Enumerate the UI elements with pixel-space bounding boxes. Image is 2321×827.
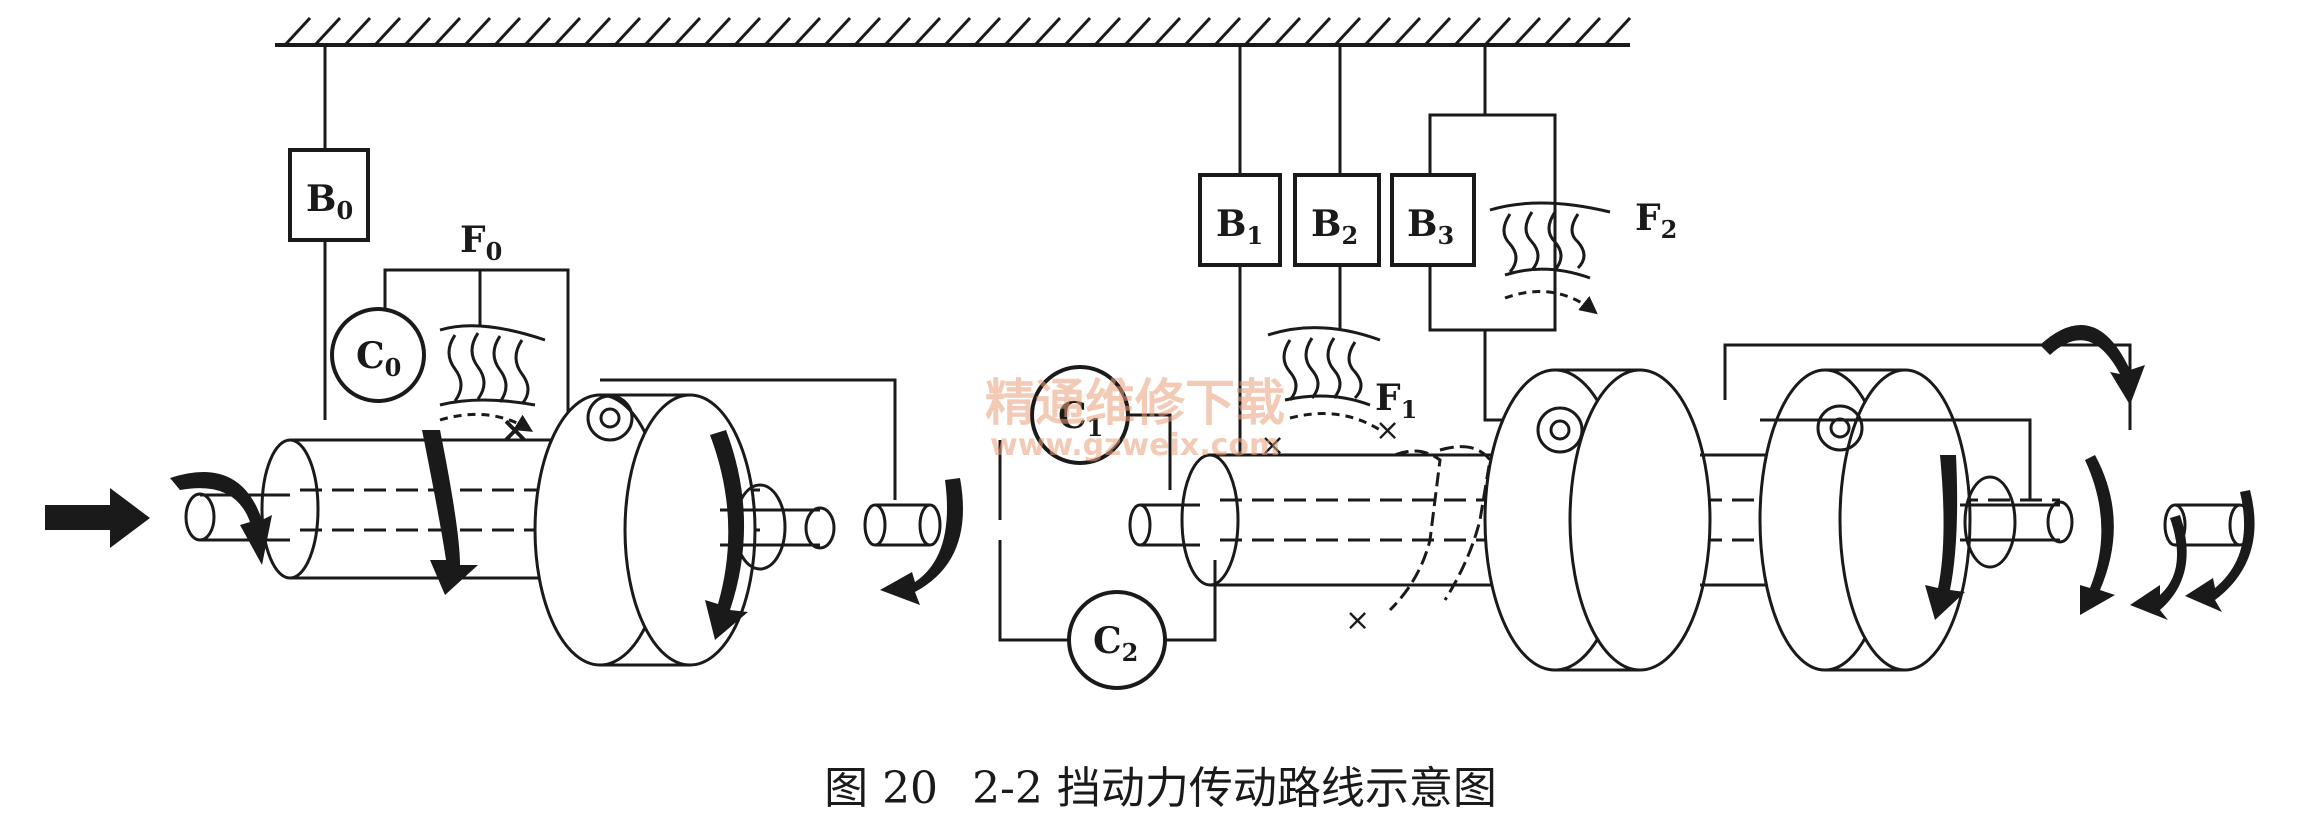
clutch-links [998, 413, 1217, 642]
ground-hatch-line [373, 16, 402, 47]
ground-hatch-line [763, 16, 792, 47]
ground-hatch-line [313, 16, 342, 47]
svg-text:www.gzweix.com: www.gzweix.com [990, 428, 1280, 463]
ground-hatch-line [1183, 16, 1212, 47]
ground-hatch-line [703, 16, 732, 47]
main-gear-set: × [1128, 343, 2252, 672]
one-way-clutch-f2 [1489, 201, 1611, 315]
clutch-c2: C2 [1067, 590, 1167, 690]
svg-text:×: × [500, 409, 530, 451]
brake-b2: B2 [1293, 173, 1381, 267]
ground-hatch-line [343, 16, 372, 47]
ground-hatch-line [823, 16, 852, 47]
rotation-arrows-right [1925, 325, 2255, 620]
ground-hatch-line [1333, 16, 1362, 47]
ground-hatch-line [1603, 16, 1632, 47]
ground-hatch-line [1543, 16, 1572, 47]
ground-hatch-line [1303, 16, 1332, 47]
ground-hatch-line [493, 16, 522, 47]
ground-hatch-line [853, 16, 882, 47]
figure-title: 2-2 挡动力传动路线示意图 [972, 763, 1497, 814]
ground-hatch-line [793, 16, 822, 47]
ground-hatch-line [553, 16, 582, 47]
ground-hatch-line [1573, 16, 1602, 47]
housing-ground [275, 16, 1632, 47]
ground-hatch-line [283, 16, 312, 47]
ground-hatch-line [1363, 16, 1392, 47]
ground-hatch-line [733, 16, 762, 47]
ground-hatch-line [1273, 16, 1302, 47]
ground-hatch-line [1033, 16, 1062, 47]
rotation-arrows-left [45, 430, 963, 640]
figure-number: 图 20 [824, 763, 939, 814]
label-f2: F2 [1635, 197, 1677, 244]
ground-hatch-line [1213, 16, 1242, 47]
ground-hatch-line [463, 16, 492, 47]
figure-caption: 图 20 2-2 挡动力传动路线示意图 [0, 752, 2321, 816]
ground-hatch-line [583, 16, 612, 47]
brake-b3: B3 [1390, 173, 1476, 267]
ground-hatch-line [943, 16, 972, 47]
svg-text:B3: B3 [1407, 203, 1454, 250]
svg-text:B2: B2 [1311, 203, 1358, 250]
one-way-clutch-f1: × × [1260, 326, 1400, 463]
svg-text:×: × [1345, 603, 1370, 638]
ground-hatch-line [643, 16, 672, 47]
label-f0: F0 [460, 219, 502, 266]
ground-hatch-line [1243, 16, 1272, 47]
ground-hatch-line [1063, 16, 1092, 47]
brake-b1: B1 [1198, 173, 1282, 267]
ground-hatch-line [973, 16, 1002, 47]
ground-hatch-line [883, 16, 912, 47]
ground-hatch-line [1123, 16, 1152, 47]
ground-hatch-line [1513, 16, 1542, 47]
ground-hatch-line [1423, 16, 1452, 47]
one-way-clutch-f0: × [383, 268, 570, 451]
ground-hatch-line [673, 16, 702, 47]
svg-text:×: × [1375, 413, 1400, 448]
ground-hatch-line [523, 16, 552, 47]
ground-hatch-line [1483, 16, 1512, 47]
svg-text:精通维修下载: 精通维修下载 [985, 374, 1285, 432]
clutch-c1: C1 [1030, 365, 1130, 465]
svg-text:×: × [1260, 428, 1285, 463]
ground-hatch-line [1453, 16, 1482, 47]
ground-hatch-line [1003, 16, 1032, 47]
svg-text:B0: B0 [306, 178, 353, 225]
ground-hatch-line [913, 16, 942, 47]
svg-text:C1: C1 [1058, 395, 1103, 442]
svg-text:C0: C0 [356, 335, 401, 382]
ground-hatch-line [1093, 16, 1122, 47]
brake-b0: B0 [288, 148, 370, 242]
svg-text:B1: B1 [1216, 203, 1263, 250]
svg-text:C2: C2 [1093, 620, 1138, 667]
clutch-c0: C0 [330, 307, 426, 403]
watermark: 精通维修下载 www.gzweix.com [985, 374, 1285, 463]
overdrive-unit [184, 378, 942, 667]
ground-hatch-line [1153, 16, 1182, 47]
label-f1: F1 [1375, 377, 1417, 424]
ground-hatch-line [403, 16, 432, 47]
ground-hatch-line [613, 16, 642, 47]
powertrain-diagram: B0 B1 B2 B3 × F0 C0 [45, 16, 2255, 690]
ground-hatch-line [433, 16, 462, 47]
ground-hatch-line [1393, 16, 1422, 47]
